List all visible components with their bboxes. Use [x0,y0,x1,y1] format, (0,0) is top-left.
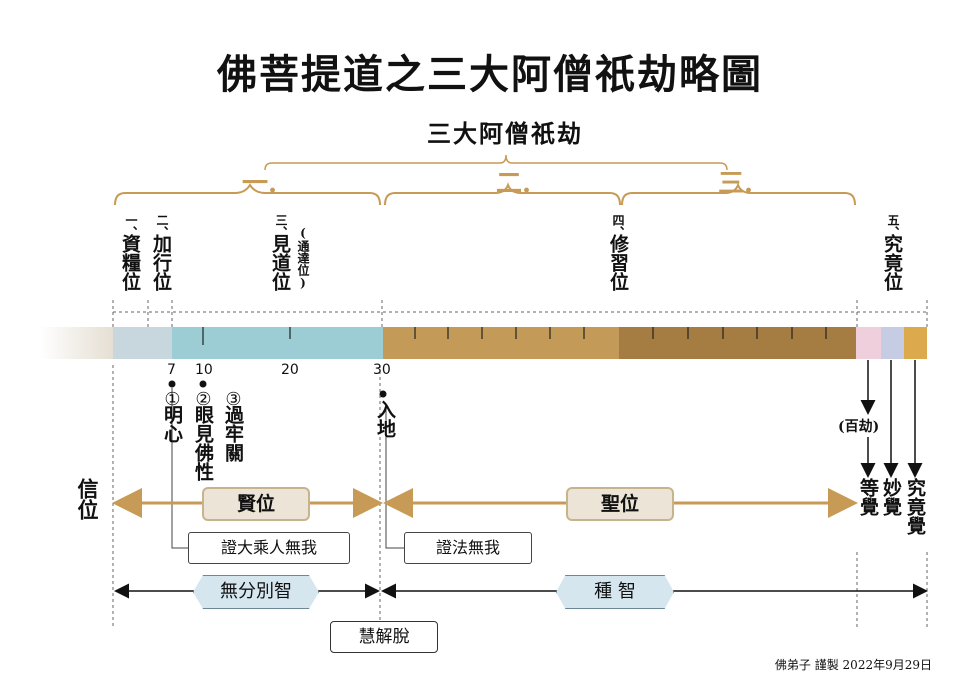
wisdom-seed: 種 智 [556,575,674,609]
stage-2-number: 二、 [155,214,169,238]
footer-credit: 佛弟子 謹製 2022年9月29日 [774,658,932,672]
ru-di-label: 入地 [374,400,396,438]
stage-4-label: 修習位 [607,234,629,291]
kalpa-brackets [114,182,856,206]
callout-leaders [171,388,404,549]
diagram-subtitle: 三大阿僧祇劫 [427,119,583,148]
wisdom-nondiscriminating: 無分別智 [193,575,319,609]
stage-5-label: 究竟位 [881,234,903,291]
final-arrows [860,360,923,478]
milestone-dots [168,380,387,398]
kalpa-1-label: 一. [242,169,278,199]
stage-dividers [112,300,928,330]
final-stage-miaojue: 妙覺 [880,478,902,516]
callout-selflessness-dharma: 證法無我 [404,532,532,564]
marker-3-label: 過牢關 [222,405,244,462]
stage-1-number: 一、 [124,214,138,238]
marker-1-number: ① [162,389,183,410]
kalpa-2-label: 二. [496,169,532,199]
marker-2-number: ② [193,389,214,410]
final-stage-jiujingjue: 究竟覺 [904,478,926,535]
marker-1-label: 明心 [161,405,183,443]
tick-label-7: 7 [167,362,176,378]
timeline-bar [40,327,927,359]
stage-3-note: (通達位) [296,226,310,290]
callout-selflessness-person: 證大乘人無我 [188,532,350,564]
tick-label-10: 10 [195,362,213,378]
saint-stage-pill: 聖位 [566,487,674,521]
stage-4-number: 四、 [611,214,625,238]
tick-label-30: 30 [373,362,391,378]
sage-stage-pill: 賢位 [202,487,310,521]
liberation-box: 慧解脫 [330,621,438,653]
three-kalpa-bracket [264,154,728,171]
final-stage-dengjue: 等覺 [857,478,879,516]
kalpa-3-label: 三. [718,169,754,199]
faith-stage-label: 信位 [75,478,100,520]
tick-label-20: 20 [281,362,299,378]
stage-3-label: 見道位 [269,234,291,291]
marker-2-label: 眼見佛性 [192,405,214,481]
marker-3-number: ③ [223,389,244,410]
stage-1-label: 資糧位 [119,234,141,291]
stage-3-number: 三、 [274,214,288,238]
page-title: 佛菩提道之三大阿僧祇劫略圖 [217,51,763,98]
stage-2-label: 加行位 [150,234,172,291]
stage-5-number: 五、 [886,214,900,238]
hundred-kalpa-label: (百劫) [836,416,882,436]
bar-ticks [202,327,827,345]
